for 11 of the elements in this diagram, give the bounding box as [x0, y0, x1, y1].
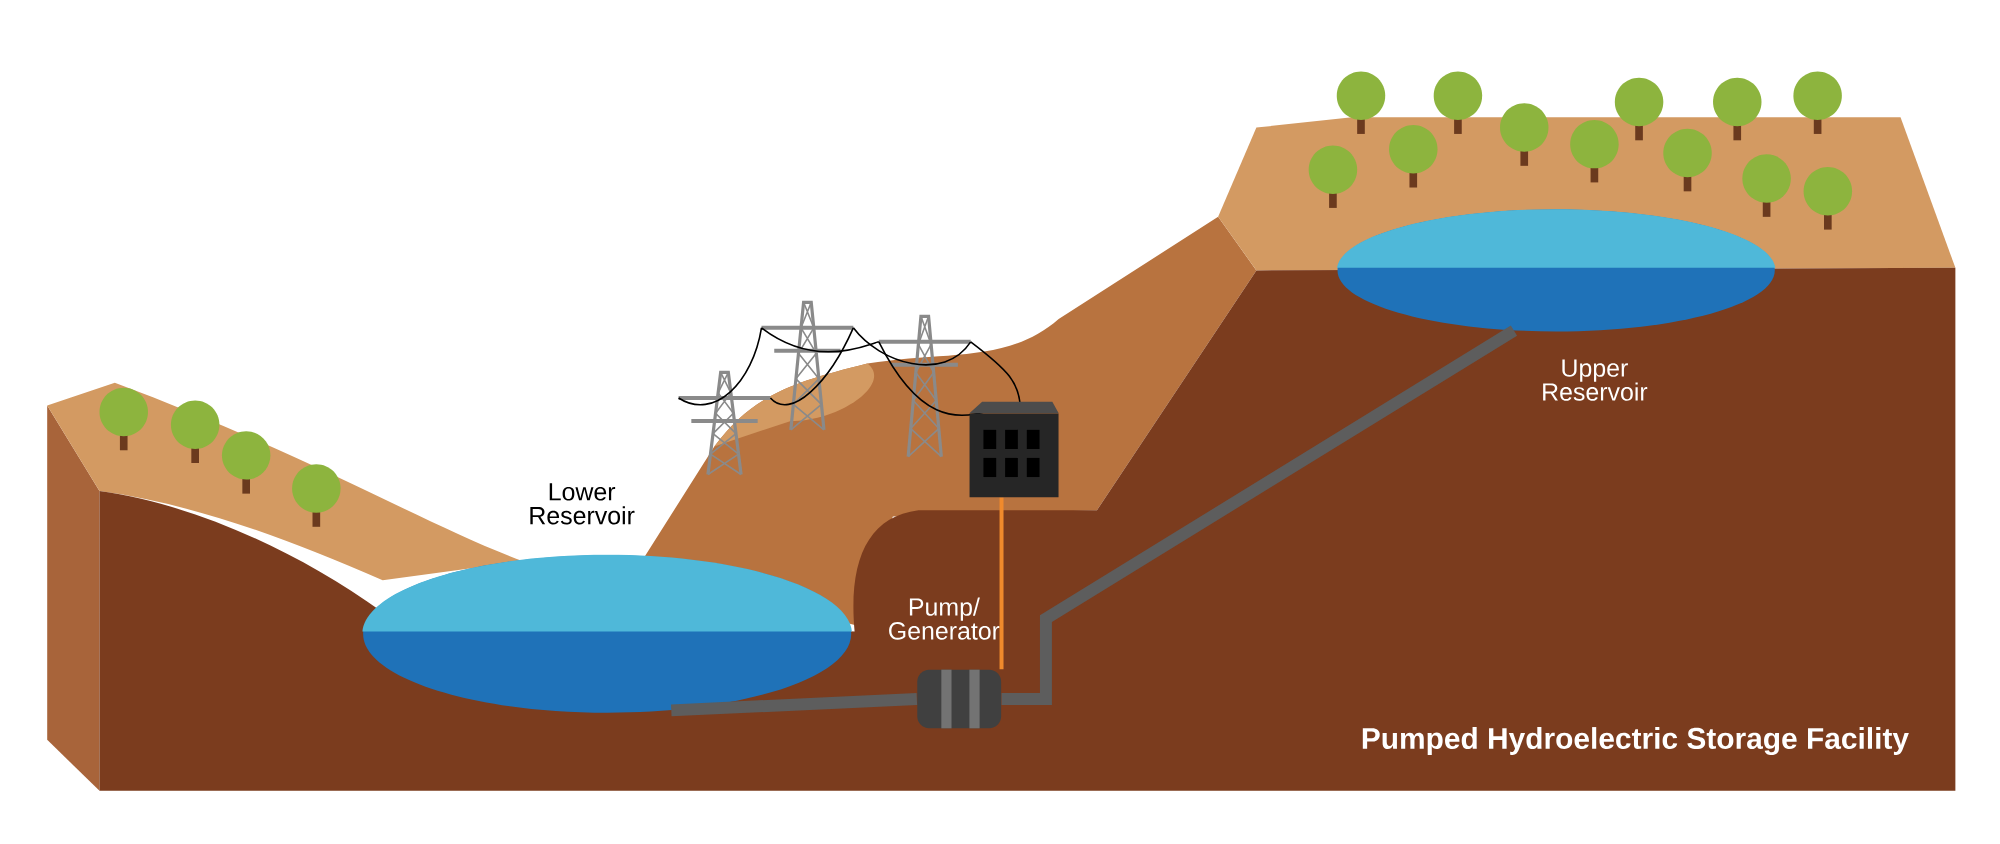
reservoir: Lower Reservoir [362, 483, 853, 713]
reservoir: Upper Reservoir [1336, 209, 1776, 401]
pipe [1001, 325, 1518, 705]
pump-generator: Pump/ Generator [889, 597, 1002, 729]
node-label: Pump/ Generator [889, 597, 1000, 640]
title: Pumped Hydroelectric Storage Facility [1362, 726, 1909, 755]
pipe [671, 692, 918, 717]
node-label: Lower Reservoir [530, 483, 635, 525]
cable [999, 497, 1004, 670]
node-label: Upper Reservoir [1543, 359, 1648, 401]
building [969, 401, 1059, 498]
